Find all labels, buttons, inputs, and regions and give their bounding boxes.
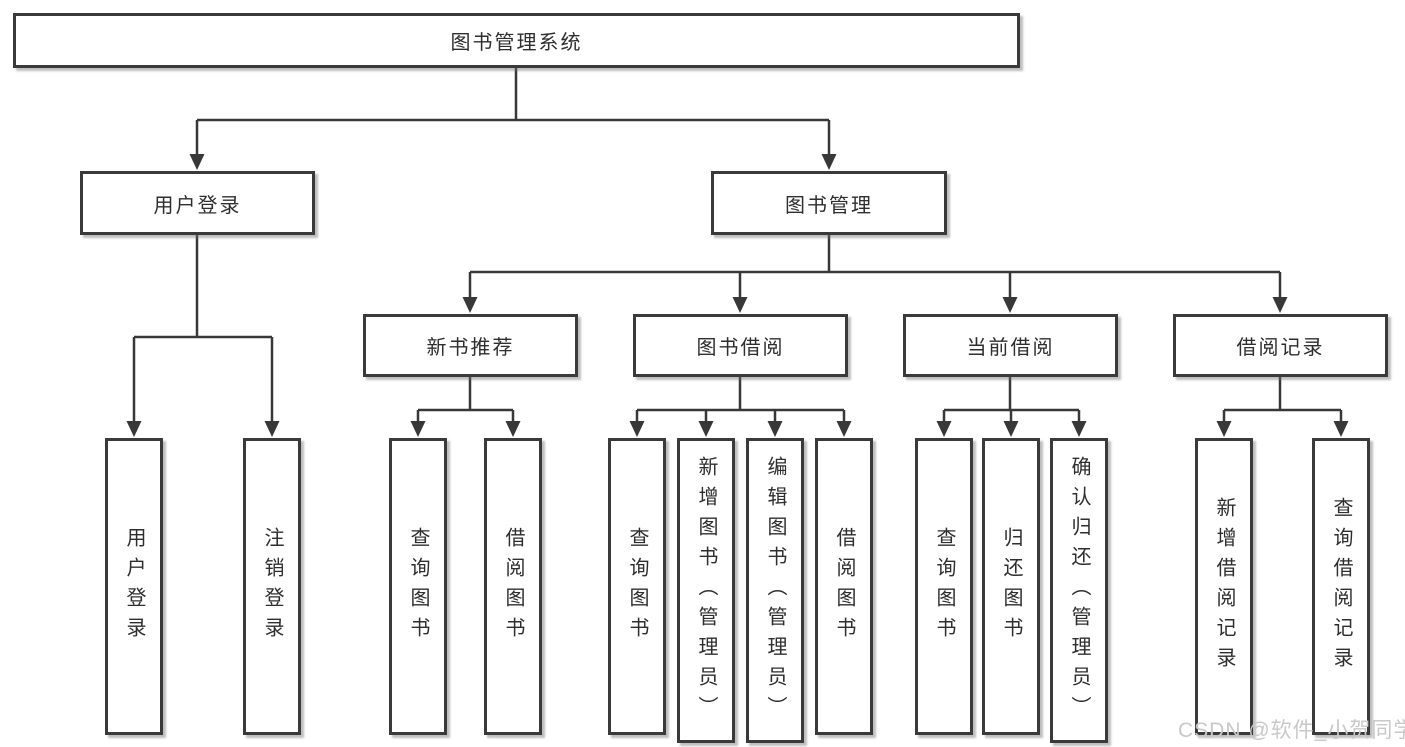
leaf-logout-label: 注销登录 <box>261 526 283 647</box>
leaf-user-login-label: 用户登录 <box>123 526 145 647</box>
node-new-book-recommend: 新书推荐 <box>363 314 578 377</box>
node-book-borrowing-label: 图书借阅 <box>696 337 785 359</box>
leaf-borrow-add-books-admin-label: 新增图书（管理员） <box>695 455 717 726</box>
node-root: 图书管理系统 <box>13 13 1020 68</box>
connector-arrowheads <box>126 154 1349 437</box>
node-new-book-recommend-label: 新书推荐 <box>426 337 515 359</box>
node-book-management-label: 图书管理 <box>785 194 873 217</box>
leaf-user-login: 用户登录 <box>105 438 163 735</box>
node-current-borrowing-label: 当前借阅 <box>966 337 1055 359</box>
node-book-borrowing: 图书借阅 <box>633 314 848 377</box>
node-current-borrowing: 当前借阅 <box>903 314 1118 377</box>
leaf-newbooks-query-books-label: 查询图书 <box>407 526 429 647</box>
connector-stems <box>132 68 1343 423</box>
leaf-logout: 注销登录 <box>243 438 301 735</box>
csdn-watermark: CSDN @软件_小贺同学 <box>1178 719 1405 742</box>
leaf-borrow-edit-books-admin: 编辑图书（管理员） <box>746 438 804 743</box>
leaf-newbooks-borrow-books-label: 借阅图书 <box>502 526 524 647</box>
leaf-records-query-record: 查询借阅记录 <box>1312 438 1370 735</box>
leaf-current-confirm-return-admin-label: 确认归还（管理员） <box>1068 455 1090 726</box>
node-borrowing-records-label: 借阅记录 <box>1236 337 1325 359</box>
leaf-borrow-query-books: 查询图书 <box>608 438 666 735</box>
node-user-login: 用户登录 <box>80 171 315 235</box>
leaf-current-return-books: 归还图书 <box>982 438 1040 735</box>
leaf-current-query-books: 查询图书 <box>915 438 973 735</box>
node-book-management: 图书管理 <box>711 171 947 235</box>
leaf-records-add-record: 新增借阅记录 <box>1195 438 1253 735</box>
leaf-records-query-record-label: 查询借阅记录 <box>1330 496 1352 677</box>
leaf-borrow-borrow-books: 借阅图书 <box>815 438 873 735</box>
leaf-borrow-edit-books-admin-label: 编辑图书（管理员） <box>764 455 786 726</box>
node-root-label: 图书管理系统 <box>450 32 583 54</box>
leaf-current-query-books-label: 查询图书 <box>933 526 955 647</box>
leaf-records-add-record-label: 新增借阅记录 <box>1213 496 1235 677</box>
leaf-newbooks-query-books: 查询图书 <box>389 438 447 735</box>
leaf-newbooks-borrow-books: 借阅图书 <box>484 438 542 735</box>
leaf-borrow-query-books-label: 查询图书 <box>626 526 648 647</box>
leaf-borrow-borrow-books-label: 借阅图书 <box>833 526 855 647</box>
leaf-borrow-add-books-admin: 新增图书（管理员） <box>677 438 735 743</box>
node-user-login-label: 用户登录 <box>153 194 242 217</box>
node-borrowing-records: 借阅记录 <box>1173 314 1388 377</box>
leaf-current-return-books-label: 归还图书 <box>1000 526 1022 647</box>
leaf-current-confirm-return-admin: 确认归还（管理员） <box>1050 438 1108 743</box>
